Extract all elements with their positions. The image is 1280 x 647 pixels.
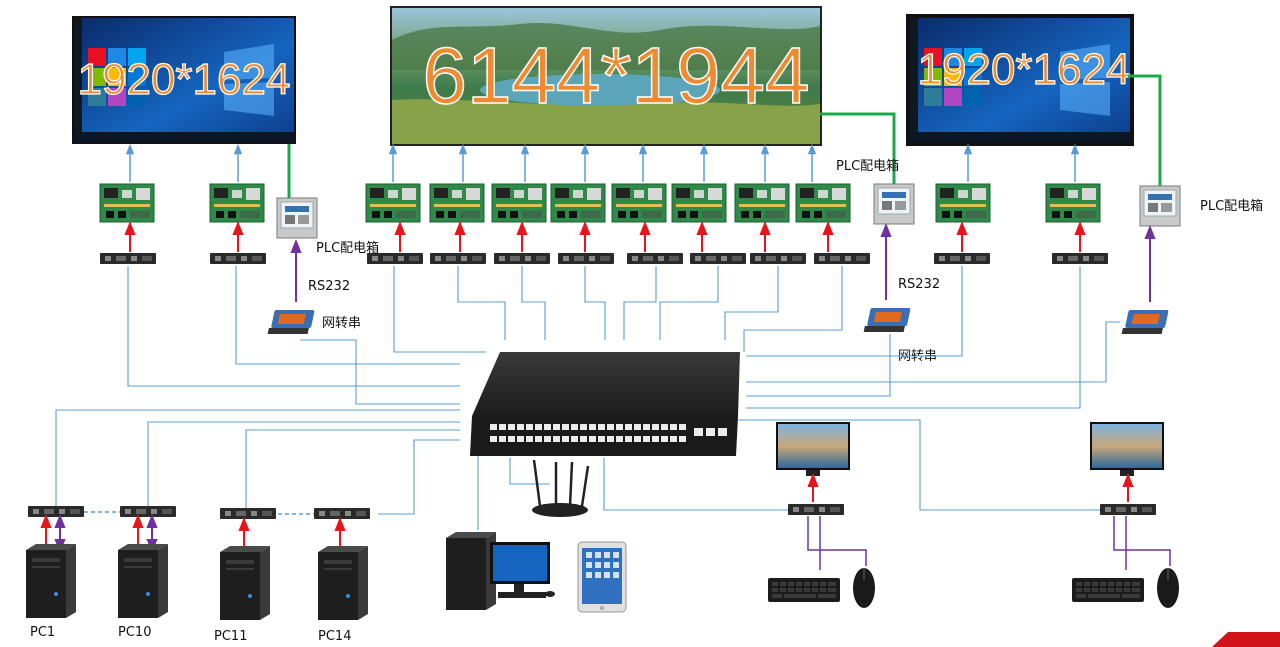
display-right (906, 14, 1134, 146)
serial-lines (290, 223, 1156, 302)
display-left (72, 16, 296, 144)
extender-to-card-arrows (124, 221, 1086, 252)
operator-station-2 (1071, 422, 1180, 609)
pc14-label: PC14 (318, 629, 351, 644)
serial-converter-center (863, 308, 911, 332)
pc10-tower (118, 544, 168, 618)
pc11-label: PC11 (214, 629, 247, 644)
plc-label-center: PLC配电箱 (836, 158, 899, 174)
pc14-tower (318, 546, 368, 620)
pc11-tower (220, 546, 270, 620)
corner-accent (1212, 632, 1280, 647)
serial-converter-right (1121, 310, 1169, 334)
network-lines (55, 266, 1120, 530)
tablet (577, 541, 627, 613)
operator-station-1 (767, 422, 876, 609)
plc-label-right: PLC配电箱 (1200, 198, 1263, 214)
rs232-label-center: RS232 (898, 277, 940, 292)
bottom-extenders-pc (28, 506, 370, 519)
plc-box-left (276, 197, 318, 239)
display-center-videowall (390, 6, 822, 146)
right-resolution-text: 1920*1624 (918, 45, 1131, 94)
control-pc (446, 532, 555, 610)
top-extenders (100, 253, 1108, 264)
dashed-links (84, 511, 314, 515)
center-resolution-text: 6144*1944 (422, 31, 809, 120)
converter-label-left: 网转串 (322, 316, 361, 331)
serial-converter-left (267, 310, 315, 334)
pc1-label: PC1 (30, 625, 55, 640)
pc-to-extender-arrows (40, 514, 346, 553)
plc-box-right (1139, 185, 1181, 227)
plc-box-center (873, 183, 915, 225)
pc10-label: PC10 (118, 625, 151, 640)
pc1-tower (26, 544, 76, 618)
network-switch (470, 352, 740, 456)
card-to-display-arrows (125, 143, 1080, 182)
left-resolution-text: 1920*1624 (78, 55, 291, 104)
rs232-label-left: RS232 (308, 279, 350, 294)
plc-label-left: PLC配电箱 (316, 240, 379, 256)
wifi-router (532, 459, 590, 517)
power-lines (287, 74, 1162, 198)
receiving-cards (99, 183, 1101, 223)
